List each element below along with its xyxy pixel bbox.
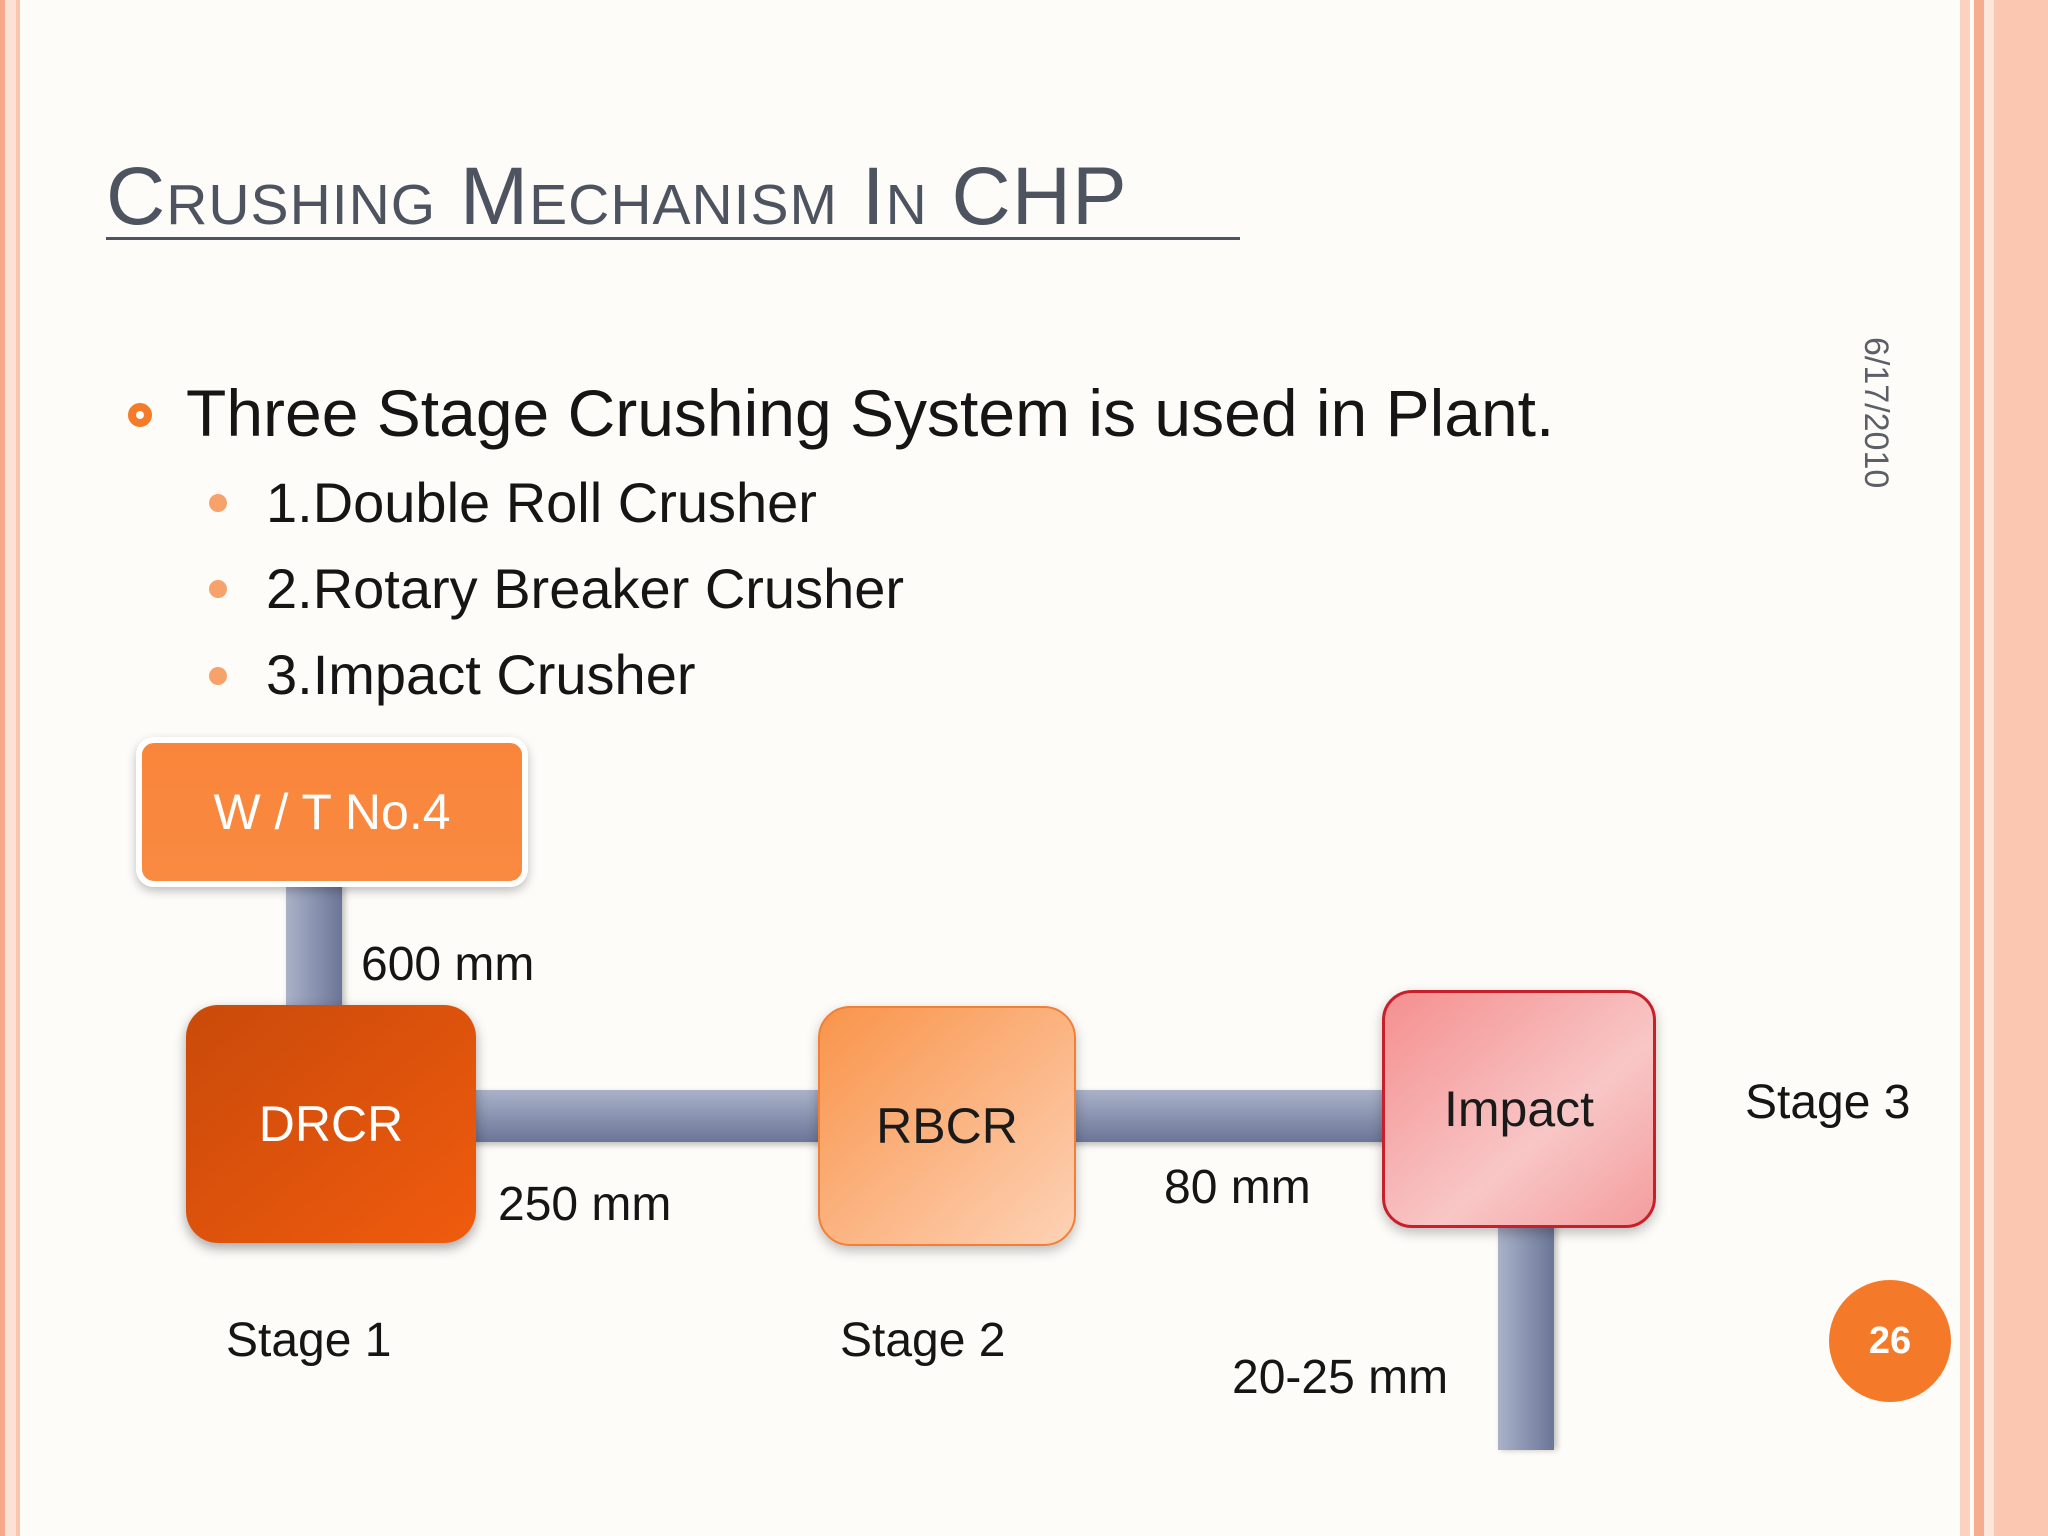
stage-label-3: Stage 3 [1745, 1076, 1911, 1129]
slide-date: 6/17/2010 [1857, 337, 1895, 489]
main-bullet-text: Three Stage Crushing System is used in P… [186, 376, 1555, 450]
conveyor-wt-to-drcr [286, 885, 342, 1010]
size-label-after-rbcr: 80 mm [1164, 1161, 1311, 1214]
conveyor-rbcr-to-impact [1070, 1090, 1388, 1142]
node-label: DRCR [258, 1096, 404, 1152]
size-label-feed: 600 mm [361, 938, 535, 991]
slide-title: Crushing Mechanism In CHP [106, 151, 1128, 242]
node-source-wt4: W / T No.4 [136, 737, 528, 887]
conveyor-drcr-to-rbcr [470, 1090, 825, 1142]
stage-label-2: Stage 2 [840, 1314, 1006, 1367]
size-label-after-drcr: 250 mm [498, 1178, 672, 1231]
conveyor-impact-output [1498, 1225, 1554, 1450]
node-label: W / T No.4 [213, 784, 451, 840]
left-border-stripe [0, 0, 20, 1536]
node-label: Impact [1443, 1081, 1595, 1137]
bullet-ring-icon [128, 403, 152, 427]
sub-bullet-item: 3.Impact Crusher [266, 643, 696, 706]
sub-bullet-dot-icon [209, 494, 227, 512]
node-impact: Impact [1382, 990, 1656, 1228]
node-drcr: DRCR [186, 1005, 476, 1243]
right-border-stripes [1960, 0, 2048, 1536]
sub-bullet-dot-icon [209, 580, 227, 598]
node-rbcr: RBCR [818, 1006, 1076, 1246]
title-underline [106, 237, 1240, 240]
size-label-output: 20-25 mm [1232, 1351, 1449, 1404]
sub-bullet-dot-icon [209, 667, 227, 685]
sub-bullet-item: 2.Rotary Breaker Crusher [266, 557, 905, 620]
node-label: RBCR [876, 1098, 1018, 1154]
page-number-badge: 26 [1829, 1280, 1951, 1402]
stage-label-1: Stage 1 [226, 1314, 392, 1367]
sub-bullet-item: 1.Double Roll Crusher [266, 471, 817, 534]
